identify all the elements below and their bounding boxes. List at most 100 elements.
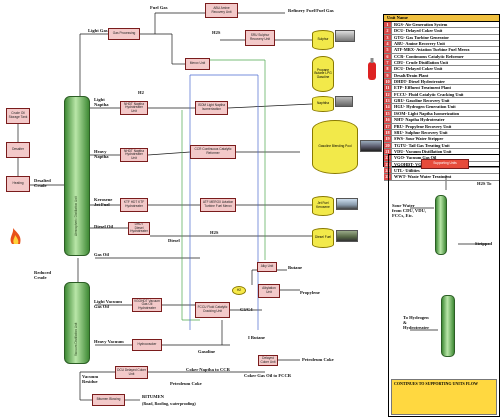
h2-label: H2 — [138, 90, 144, 95]
legend-text: HGU- Hydrogen Generation Unit — [394, 104, 456, 110]
hydrocracker-unit: Hydrocracker — [132, 339, 162, 351]
heavy-vacuum-label: Heavy Vacuum — [94, 339, 124, 344]
legend-text: ETP- Effluent Treatment Plant — [394, 85, 451, 91]
crude-storage-tank-box: Crude Oil Storage Tank — [6, 108, 30, 124]
naphtha-tank: Naphtha — [312, 96, 334, 112]
vacuum-distillation-column — [64, 282, 90, 364]
legend-text: FCCU- Fluid Catalytic Cracking Unit — [394, 91, 464, 97]
bitumen-blowing-unit: Bitumen Blowing — [92, 394, 125, 406]
bitumen-label: BITUMEN — [142, 394, 164, 399]
chain-note: CONTINUES TO SUPPORTING UNITS FLOW — [391, 379, 497, 415]
abu-unit: ABU Amine Recovery Unit — [205, 3, 238, 18]
legend-text: ABU- Amine Recovery Unit — [394, 41, 445, 47]
vacuum-residue-label: Vacuum Residue — [82, 374, 99, 384]
nhdt-unit-2: NHDT Naptha Hydrotreater Unit — [120, 148, 148, 162]
legend-text: DHDT- Diesel Hydrotreater — [394, 79, 445, 85]
jet-fuel-tank: Jet Fuel Kerosene — [312, 196, 334, 216]
reduced-crude-label: Reduced Crude — [34, 270, 52, 280]
to-hydrogen-label: To Hydrogen & Hydrotreater — [403, 315, 430, 330]
desalter-box: Desalter — [6, 142, 30, 158]
legend-number: 12 — [384, 91, 392, 98]
jet-image — [336, 198, 358, 210]
legend-number: 5 — [384, 47, 392, 53]
h2s-label-1: H2S — [212, 30, 221, 35]
alky-unit: Alky Unit — [257, 262, 277, 272]
atmospheric-distillation-column — [64, 96, 90, 256]
legend-text: WWT- Waste Water Treatment — [394, 174, 452, 180]
merox-unit: Merox Unit — [185, 58, 210, 70]
propylene-label: Propylene — [300, 290, 320, 295]
lpg-tank: Propane Butane LPG Gasoline — [312, 56, 334, 92]
legend-text: DCU- Delayed Coker Unit — [394, 28, 443, 34]
kerosene-label: Kerosene Jet Fuel — [94, 197, 113, 207]
legend-title: Unit Name — [384, 15, 499, 22]
vac-column-label: Vacuum Distillation Unit — [74, 322, 78, 356]
light-naphtha-label: Light Naptha — [94, 97, 109, 107]
legend-number: 11 — [384, 85, 392, 91]
dhdt-unit: DHDT Diesel Hydrotreater — [128, 222, 150, 235]
alkylation-unit: Alkylation Unit — [258, 284, 280, 298]
legend-number: 3 — [384, 34, 392, 40]
legend-text: VDU- Vacuum Distillation Unit — [394, 148, 452, 154]
car-image — [360, 140, 382, 152]
coker-unit: Delayed Coker Unit — [258, 355, 278, 366]
legend-number: 20 — [384, 142, 392, 148]
legend-number: 8 — [384, 66, 392, 72]
light-vacuum-gas-oil-label: Light Vacuum Gas Oil — [94, 299, 122, 309]
desalted-crude-label: Desalted Crude — [34, 178, 51, 188]
legend-number: 4 — [384, 41, 392, 47]
light-gas-label: Light Gas — [88, 28, 108, 33]
heavy-naphtha-label: Heavy Naptha — [94, 149, 109, 159]
legend-text: TGTU- Tail Gas Treating Unit — [394, 142, 450, 148]
petroleum-coke-label-2: Petroleum Coke — [170, 381, 202, 386]
sour-water-label: Sour Water from CDU, VDU, FCCs, Etc. — [392, 203, 427, 218]
legend-number: 21 — [384, 148, 392, 155]
gas-processing-unit: Gas Processing — [108, 28, 140, 40]
gasoline-pool-tank: Gasoline Blending Pool — [312, 120, 358, 174]
supporting-unit-box: Supporting Units — [421, 159, 469, 169]
h2s-right-label: H2S To — [477, 181, 492, 186]
legend-text: GTG- Gas Turbine Generator — [394, 34, 450, 40]
legend-text: ISOM- Light Naptha Isomerization — [394, 110, 460, 116]
legend-text: VGO- Vacuum Gas Oil — [394, 155, 437, 161]
kthdt-unit: KTF HDT KTF Hydrotreater — [120, 198, 148, 212]
legend-text: NHT- Naptha Hydrotreater — [394, 117, 445, 123]
fuel-gas-label: Fuel Gas — [150, 5, 168, 10]
petroleum-coke-label: Petroleum Coke — [302, 357, 334, 362]
butane-label: Butane — [288, 265, 303, 270]
legend-number: 2 — [384, 28, 392, 34]
sulphur-tank: Sulphur — [312, 30, 334, 50]
heating-box: Heating — [6, 176, 30, 192]
legend-text: SWS- Sour Water Stripper — [394, 136, 444, 142]
diesel-label: Diesel — [168, 238, 180, 243]
fccu-unit: FCCU Fluid Catalytic Cracking Unit — [195, 302, 230, 318]
refinery-fuel-gas-label: Refinery Fuel/Fuel Gas — [288, 8, 334, 13]
flame-icon — [10, 228, 21, 244]
legend-text: GRU- Gasoline Recovery Unit — [394, 98, 450, 104]
legend-number: 9 — [384, 72, 392, 79]
legend-number: 13 — [384, 98, 392, 104]
gasoline-label: Gasoline — [198, 349, 216, 354]
legend-text: CDU- Crude Distillation Unit — [394, 60, 449, 66]
i-butane-label: I Butane — [248, 335, 265, 340]
legend-number: 6 — [384, 53, 392, 60]
